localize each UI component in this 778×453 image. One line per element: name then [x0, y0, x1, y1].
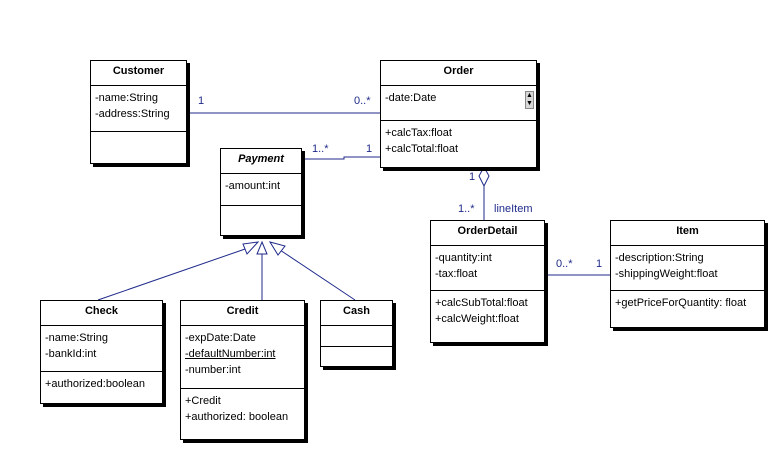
- operation: +authorized:boolean: [45, 378, 145, 390]
- attributes-section: -date:Date ▲ ▼: [381, 86, 536, 121]
- attribute: -date:Date: [385, 92, 437, 104]
- multiplicity-order-payment: 1: [366, 143, 373, 155]
- operation: +calcSubTotal:float: [435, 297, 528, 309]
- operations-section: +getPriceForQuantity: float: [611, 291, 764, 327]
- class-name: Order: [381, 61, 536, 86]
- attributes-section: -description:String -shippingWeight:floa…: [611, 246, 764, 291]
- operation: +calcTax:float: [385, 127, 452, 139]
- operations-section: +calcSubTotal:float +calcWeight:float: [431, 291, 544, 342]
- operation: +calcWeight:float: [435, 313, 519, 325]
- class-name: Check: [41, 301, 162, 326]
- scroll-up-icon[interactable]: ▲: [526, 92, 533, 99]
- operation: +calcTotal:float: [385, 143, 459, 155]
- role-line-item: lineItem: [494, 203, 533, 215]
- class-order[interactable]: Order -date:Date ▲ ▼ +calcTax:float +cal…: [380, 60, 537, 168]
- association-order-payment[interactable]: [290, 156, 380, 160]
- attributes-section: -name:String -address:String: [91, 86, 186, 132]
- static-attribute: -defaultNumber:int: [185, 348, 276, 360]
- inheritance-arrow-credit: [256, 240, 268, 255]
- attribute: -tax:float: [435, 268, 478, 280]
- operations-section: +authorized:boolean: [41, 372, 162, 403]
- attributes-section: -amount:int: [221, 174, 301, 206]
- class-name: Item: [611, 221, 764, 246]
- class-order-detail[interactable]: OrderDetail -quantity:int -tax:float +ca…: [430, 220, 545, 343]
- operations-section: [221, 206, 301, 235]
- class-name: Cash: [321, 301, 392, 326]
- multiplicity-orderdetail-item: 0..*: [556, 258, 573, 270]
- class-customer[interactable]: Customer -name:String -address:String: [90, 60, 187, 164]
- attribute: -quantity:int: [435, 252, 492, 264]
- attribute: -address:String: [95, 108, 170, 120]
- operations-section: [321, 347, 392, 366]
- class-credit[interactable]: Credit -expDate:Date -defaultNumber:int …: [180, 300, 305, 440]
- inheritance-arrow-check: [242, 241, 260, 255]
- operations-section: +Credit +authorized: boolean: [181, 389, 304, 439]
- multiplicity-payment: 1..*: [312, 143, 329, 155]
- attributes-section: [321, 326, 392, 347]
- operation: +authorized: boolean: [185, 411, 289, 423]
- multiplicity-orderdetail: 1..*: [458, 203, 475, 215]
- class-name: Customer: [91, 61, 186, 86]
- multiplicity-item: 1: [596, 258, 603, 270]
- attribute: -amount:int: [225, 180, 281, 192]
- multiplicity-customer: 1: [198, 95, 205, 107]
- attribute: -expDate:Date: [185, 332, 256, 344]
- attributes-section: -name:String -bankId:int: [41, 326, 162, 372]
- generalization-cash-payment[interactable]: [279, 249, 356, 301]
- operation: +Credit: [185, 395, 221, 407]
- attribute: -name:String: [45, 332, 108, 344]
- class-payment[interactable]: Payment -amount:int: [220, 148, 302, 236]
- attribute: -number:int: [185, 364, 241, 376]
- attribute: -description:String: [615, 252, 704, 264]
- attribute: -shippingWeight:float: [615, 268, 718, 280]
- class-name: OrderDetail: [431, 221, 544, 246]
- attributes-section: -quantity:int -tax:float: [431, 246, 544, 291]
- operation: +getPriceForQuantity: float: [615, 297, 747, 309]
- class-item[interactable]: Item -description:String -shippingWeight…: [610, 220, 765, 328]
- generalization-check-payment[interactable]: [97, 247, 249, 301]
- class-cash[interactable]: Cash: [320, 300, 393, 367]
- aggregation-diamond: [478, 165, 490, 188]
- scroll-down-icon[interactable]: ▼: [526, 100, 533, 107]
- multiplicity-order-customer: 0..*: [354, 95, 371, 107]
- multiplicity-order-detail-owner: 1: [469, 171, 476, 183]
- attribute: -name:String: [95, 92, 158, 104]
- class-name: Payment: [221, 149, 301, 174]
- operations-section: [91, 132, 186, 163]
- operations-section: +calcTax:float +calcTotal:float: [381, 121, 536, 167]
- attributes-section: -expDate:Date -defaultNumber:int -number…: [181, 326, 304, 389]
- class-name: Credit: [181, 301, 304, 326]
- attribute: -bankId:int: [45, 348, 97, 360]
- inheritance-arrow-cash: [268, 241, 286, 256]
- scroll-stepper[interactable]: ▲ ▼: [525, 91, 534, 109]
- class-check[interactable]: Check -name:String -bankId:int +authoriz…: [40, 300, 163, 404]
